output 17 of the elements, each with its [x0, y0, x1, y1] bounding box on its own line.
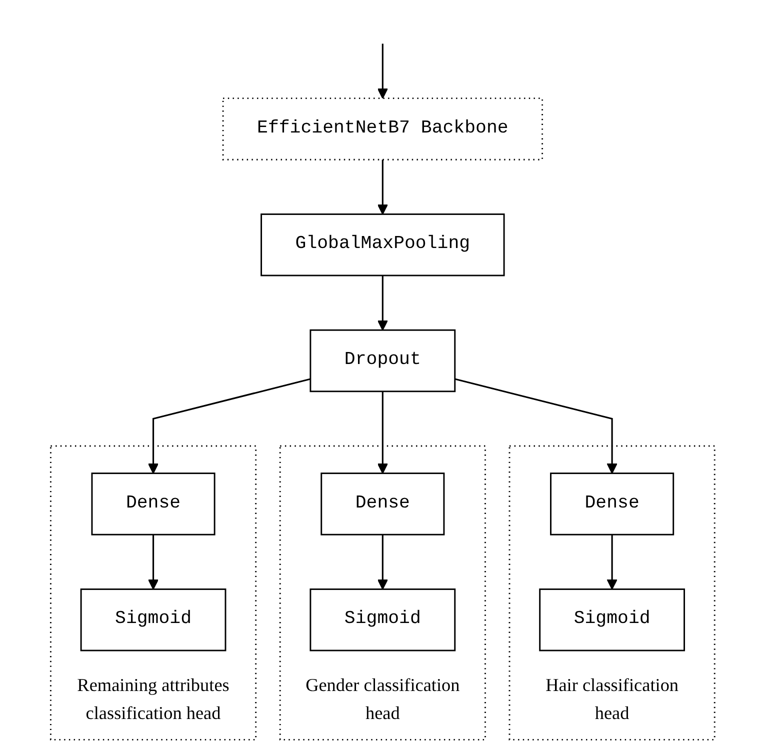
arrow — [378, 44, 388, 99]
arrow — [378, 160, 388, 215]
node-box: Dense — [550, 472, 674, 536]
node-box: Sigmoid — [80, 588, 227, 652]
arrow — [378, 534, 388, 590]
node-box: Sigmoid — [539, 588, 686, 652]
arrow — [148, 378, 311, 474]
node-box: Dense — [320, 472, 446, 536]
node-box: Sigmoid — [310, 588, 456, 652]
arrow — [607, 534, 618, 590]
arrow — [378, 391, 388, 474]
node-box: GlobalMaxPooling — [260, 213, 506, 276]
arrow — [455, 378, 618, 474]
node-box: Dense — [92, 472, 216, 536]
arrow — [378, 276, 388, 331]
node-box: Dropout — [310, 329, 456, 392]
arrow — [148, 534, 159, 590]
